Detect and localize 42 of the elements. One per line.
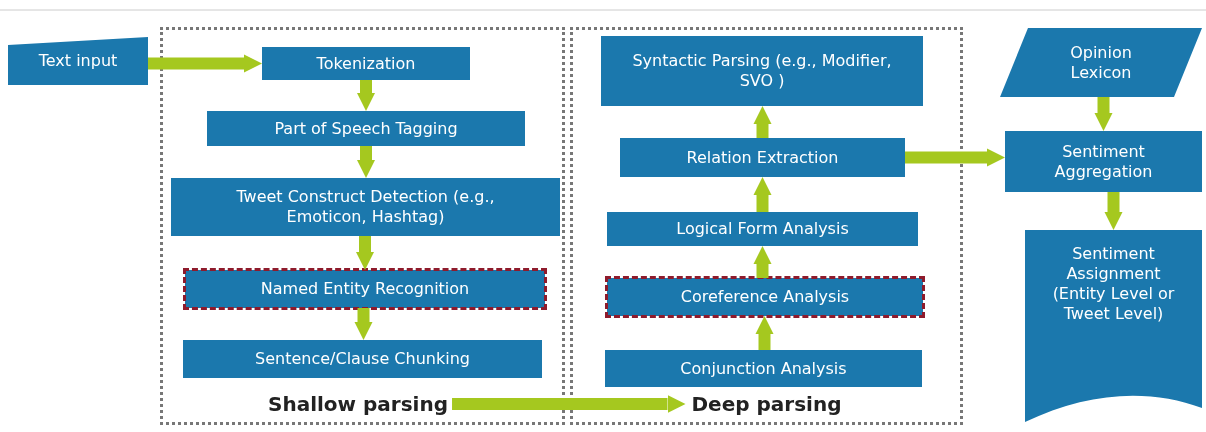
dotted-group-frame xyxy=(570,27,963,425)
process-box xyxy=(601,36,923,106)
group-title: Shallow parsing xyxy=(268,392,449,416)
arrow xyxy=(753,177,772,212)
process-box xyxy=(607,212,918,246)
group-title: Deep parsing xyxy=(691,392,842,416)
arrow xyxy=(753,106,772,138)
node-label: Tokenization xyxy=(316,53,416,74)
node-label: Relation Extraction xyxy=(686,147,839,168)
node-label: Tweet Construct Detection (e.g., Emoticon, Hashtag) xyxy=(235,187,496,227)
node-label: Opinion Lexicon xyxy=(1069,42,1133,83)
arrow xyxy=(753,246,772,278)
node-label: Sentiment Assignment (Entity Level or Tweet Level) xyxy=(1051,244,1176,324)
arrow xyxy=(357,80,375,111)
process-box xyxy=(183,340,542,378)
arrow xyxy=(452,395,686,413)
arrow xyxy=(905,148,1005,167)
node-label: Coreference Analysis xyxy=(680,287,850,307)
arrow xyxy=(356,236,374,270)
process-box xyxy=(171,178,560,236)
node-label: Text input xyxy=(38,51,118,71)
process-box xyxy=(207,111,525,146)
node-label: Conjunction Analysis xyxy=(680,358,847,379)
node-label: Logical Form Analysis xyxy=(676,219,849,239)
node-label: Sentiment Aggregation xyxy=(1053,141,1154,182)
node-label: Part of Speech Tagging xyxy=(274,118,458,139)
node-label: Named Entity Recognition xyxy=(260,279,470,299)
arrow xyxy=(354,308,373,340)
arrow xyxy=(1104,192,1123,230)
node-label: Syntactic Parsing (e.g., Modifier, SVO ) xyxy=(631,51,893,91)
process-box xyxy=(605,350,922,387)
arrow xyxy=(148,54,262,73)
dotted-group-frame xyxy=(160,27,565,425)
process-box xyxy=(262,47,470,80)
process-box xyxy=(185,270,545,308)
arrow xyxy=(357,146,375,178)
node-label: Sentence/Clause Chunking xyxy=(255,349,470,369)
process-box xyxy=(1005,131,1202,192)
arrow xyxy=(1094,97,1113,131)
process-box xyxy=(607,278,923,316)
arrow xyxy=(755,316,774,350)
process-box xyxy=(620,138,905,177)
